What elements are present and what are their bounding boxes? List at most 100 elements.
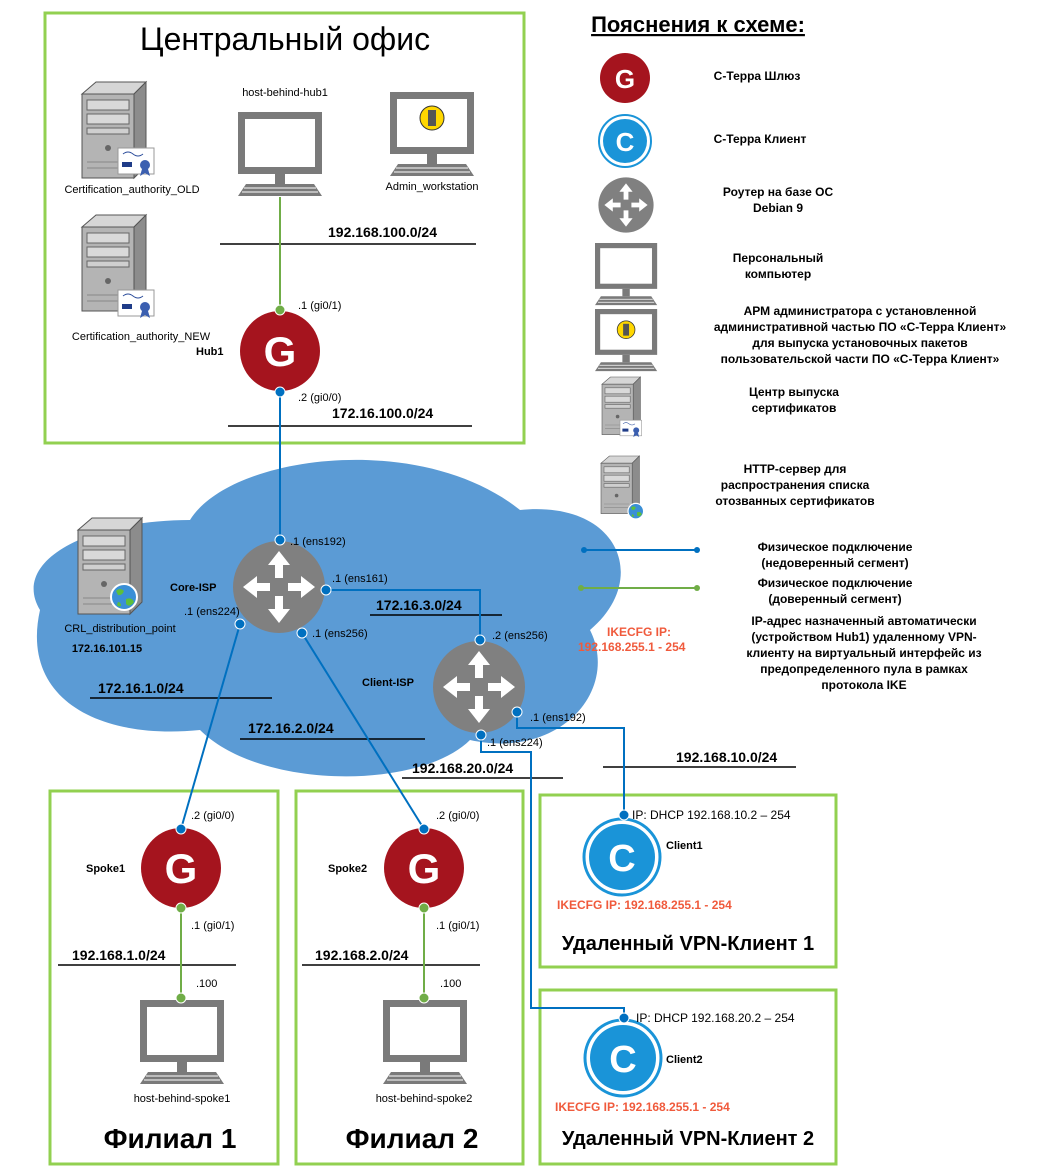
gateway-icon-hub1: G bbox=[240, 311, 320, 391]
legend-admin-workstation-icon bbox=[594, 308, 658, 372]
gateway-letter: G bbox=[165, 845, 198, 892]
pc-icon-host-behind-spoke1 bbox=[139, 999, 225, 1085]
legend-ikecfg-line2: (устройством Hub1) удаленному VPN- bbox=[751, 630, 976, 644]
legend-router-line1: Роутер на базе ОС bbox=[723, 185, 834, 199]
legend-untrusted-link bbox=[581, 547, 700, 553]
branch2-frame bbox=[294, 789, 525, 1166]
port-dots bbox=[175, 304, 630, 1024]
wan-172-16-100-label: 172.16.100.0/24 bbox=[332, 405, 433, 421]
legend-ikecfg-line3: клиенту на виртуальный интерфейс из bbox=[746, 646, 981, 660]
gateway-icon-spoke1: G bbox=[141, 828, 221, 908]
host-spoke2-ip-label: .100 bbox=[440, 978, 461, 990]
spoke2-label: Spoke2 bbox=[328, 863, 367, 875]
pc-icon-host-behind-hub1 bbox=[237, 111, 323, 197]
legend-gateway-icon: G bbox=[600, 53, 650, 103]
link-core-spoke2 bbox=[301, 632, 425, 830]
legend-title: Пояснения к схеме: bbox=[591, 12, 805, 37]
certificate-icon-ca-new bbox=[117, 289, 155, 319]
link-clientisp-client1 bbox=[516, 712, 625, 815]
legend-ca-server-icon bbox=[601, 376, 642, 438]
branch1-frame bbox=[48, 789, 280, 1166]
legend-untrusted-line2: (недоверенный сегмент) bbox=[761, 556, 908, 570]
legend-http-server-icon bbox=[600, 455, 645, 520]
central-office-title: Центральный офис bbox=[140, 21, 430, 57]
client-letter: C bbox=[609, 1039, 636, 1081]
legend-router-line2: Debian 9 bbox=[753, 201, 803, 215]
legend-ikecfg-line1: IP-адрес назначенный автоматически bbox=[751, 614, 976, 628]
legend-http-line3: отозванных сертификатов bbox=[715, 494, 874, 508]
core-if-ens192-label: .1 (ens192) bbox=[290, 536, 346, 548]
branch2-title: Филиал 2 bbox=[346, 1123, 479, 1154]
ca-old-label: Certification_authority_OLD bbox=[64, 184, 199, 196]
spoke1-label: Spoke1 bbox=[86, 863, 125, 875]
ikecfg-cloud-line2: 192.168.255.1 - 254 bbox=[578, 640, 686, 654]
legend-http-line2: распространения списка bbox=[721, 478, 870, 492]
cisp-if-ens224-label: .1 (ens224) bbox=[487, 737, 543, 749]
net-172-16-1-label: 172.16.1.0/24 bbox=[98, 680, 184, 696]
client2-dhcp-label: IP: DHCP 192.168.20.2 – 254 bbox=[636, 1011, 795, 1025]
client2-ikecfg-label: IKECFG IP: 192.168.255.1 - 254 bbox=[555, 1100, 730, 1114]
legend-gateway-label: С-Терра Шлюз bbox=[714, 69, 801, 83]
client2-title: Удаленный VPN-Клиент 2 bbox=[562, 1128, 814, 1150]
gateway-letter: G bbox=[408, 845, 441, 892]
host-behind-spoke1-label: host-behind-spoke1 bbox=[134, 1093, 231, 1105]
legend-client-letter: C bbox=[616, 127, 635, 157]
legend-gateway-letter: G bbox=[615, 64, 635, 94]
hub1-lan-if-label: .1 (gi0/1) bbox=[298, 300, 341, 312]
admin-workstation-label: Admin_workstation bbox=[386, 181, 479, 193]
host-behind-spoke2-label: host-behind-spoke2 bbox=[376, 1093, 473, 1105]
pc-icon-host-behind-spoke2 bbox=[382, 999, 468, 1085]
link-core-spoke1 bbox=[180, 623, 241, 830]
spoke2-wan-if-label: .2 (gi0/0) bbox=[436, 810, 479, 822]
lan-192-168-100-label: 192.168.100.0/24 bbox=[328, 224, 437, 240]
legend: Пояснения к схеме: G С-Терра Шлюз C С-Те… bbox=[578, 12, 1006, 692]
link-clientisp-client2 bbox=[480, 735, 625, 1018]
crl-ip-label: 172.16.101.15 bbox=[72, 643, 142, 655]
net-172-16-3-label: 172.16.3.0/24 bbox=[376, 597, 462, 613]
client1-name-label: Client1 bbox=[666, 840, 703, 852]
spoke1-wan-if-label: .2 (gi0/0) bbox=[191, 810, 234, 822]
host-behind-hub1-label: host-behind-hub1 bbox=[242, 87, 328, 99]
hub1-label: Hub1 bbox=[196, 346, 224, 358]
gateway-letter: G bbox=[264, 328, 297, 375]
ikecfg-cloud-line1: IKECFG IP: bbox=[607, 625, 671, 639]
legend-ikecfg-line4: предопределенного пула в рамках bbox=[760, 662, 968, 676]
admin-workstation-icon bbox=[389, 91, 475, 177]
spoke2-lan-if-label: .1 (gi0/1) bbox=[436, 920, 479, 932]
client-letter: C bbox=[608, 838, 635, 880]
legend-ca-line2: сертификатов bbox=[752, 401, 837, 415]
client1-frame bbox=[538, 793, 838, 969]
legend-trusted-line2: (доверенный сегмент) bbox=[768, 592, 901, 606]
legend-arm-line2: административной частью ПО «С-Терра Клие… bbox=[714, 320, 1007, 334]
lan-192-168-1-label: 192.168.1.0/24 bbox=[72, 947, 166, 963]
legend-untrusted-line1: Физическое подключение bbox=[758, 540, 913, 554]
client-isp-label: Client-ISP bbox=[362, 677, 414, 689]
lan-192-168-2-label: 192.168.2.0/24 bbox=[315, 947, 409, 963]
legend-pc-icon bbox=[594, 242, 658, 306]
router-icon-core-isp bbox=[233, 541, 325, 633]
legend-client-label: С-Терра Клиент bbox=[714, 132, 807, 146]
legend-arm-line3: для выпуска установочных пакетов bbox=[752, 336, 967, 350]
router-icon-client-isp bbox=[433, 641, 525, 733]
cisp-if-ens192-label: .1 (ens192) bbox=[530, 712, 586, 724]
legend-arm-line1: АРМ администратора с установленной bbox=[744, 304, 977, 318]
client1-title: Удаленный VPN-Клиент 1 bbox=[562, 933, 814, 955]
net-192-168-10-label: 192.168.10.0/24 bbox=[676, 749, 777, 765]
core-isp-label: Core-ISP bbox=[170, 582, 216, 594]
net-192-168-20-label: 192.168.20.0/24 bbox=[412, 760, 513, 776]
certificate-icon-ca-old bbox=[117, 147, 155, 177]
hub1-wan-if-label: .2 (gi0/0) bbox=[298, 392, 341, 404]
link-core-clientisp bbox=[326, 589, 481, 640]
legend-client-icon: C bbox=[598, 114, 652, 168]
legend-trusted-link bbox=[578, 585, 700, 591]
core-if-ens161-label: .1 (ens161) bbox=[332, 573, 388, 585]
legend-pc-line1: Персональный bbox=[733, 251, 823, 265]
legend-arm-line4: пользовательской части ПО «С-Терра Клиен… bbox=[721, 352, 1000, 366]
branch1-title: Филиал 1 bbox=[104, 1123, 237, 1154]
legend-pc-line2: компьютер bbox=[745, 267, 811, 281]
client2-frame bbox=[538, 988, 838, 1166]
client2-name-label: Client2 bbox=[666, 1054, 703, 1066]
crl-label: CRL_distribution_point bbox=[64, 623, 175, 635]
host-spoke1-ip-label: .100 bbox=[196, 978, 217, 990]
